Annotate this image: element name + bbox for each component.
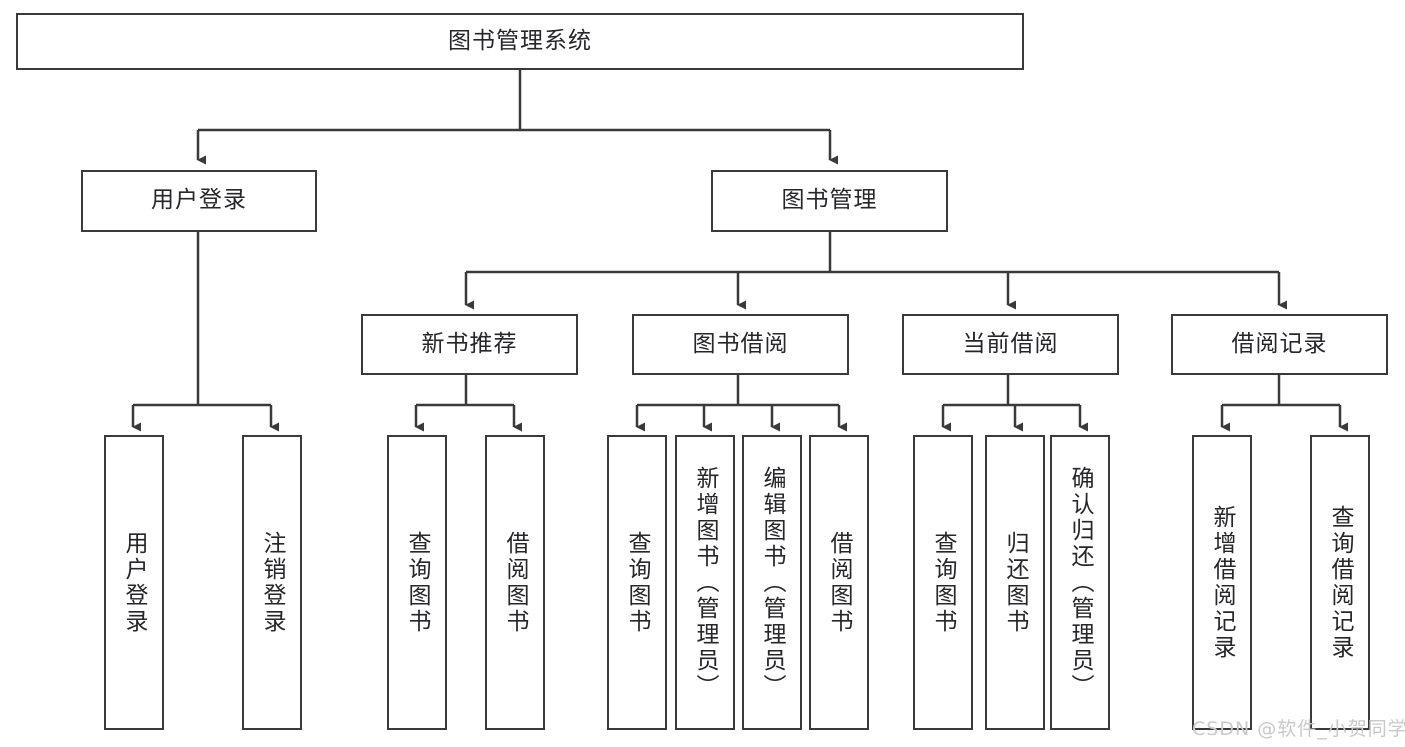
- node-label: 借阅记录: [1231, 330, 1328, 357]
- leaf-logout[interactable]: 注销登录: [242, 435, 302, 730]
- leaf-user-login[interactable]: 用户登录: [104, 435, 164, 730]
- leaf-borrow-borrow-book[interactable]: 借阅图书: [809, 435, 869, 730]
- leaf-current-query-book[interactable]: 查询图书: [913, 435, 973, 730]
- node-current-borrow[interactable]: 当前借阅: [902, 314, 1119, 375]
- node-new-book-recommend[interactable]: 新书推荐: [361, 314, 578, 375]
- leaf-borrow-add-book[interactable]: 新增图书（管理员）: [675, 435, 735, 730]
- node-borrow-record[interactable]: 借阅记录: [1171, 314, 1388, 375]
- leaf-newbook-query-book[interactable]: 查询图书: [387, 435, 447, 730]
- leaf-newbook-borrow-book[interactable]: 借阅图书: [485, 435, 545, 730]
- node-label: 确认归还（管理员）: [1067, 465, 1093, 700]
- watermark-text: CSDN @软件_小贺同学: [1192, 718, 1405, 740]
- node-label: 查询借阅记录: [1327, 504, 1353, 661]
- node-label: 编辑图书（管理员）: [759, 465, 785, 700]
- node-label: 新增借阅记录: [1209, 504, 1235, 661]
- leaf-record-add-record[interactable]: 新增借阅记录: [1192, 435, 1252, 730]
- node-user-login[interactable]: 用户登录: [81, 170, 317, 232]
- node-label: 借阅图书: [826, 530, 852, 635]
- node-label: 查询图书: [930, 530, 956, 635]
- node-root-system[interactable]: 图书管理系统: [16, 13, 1024, 70]
- node-label: 查询图书: [404, 530, 430, 635]
- node-label: 图书管理系统: [448, 27, 592, 54]
- node-label: 新书推荐: [421, 330, 518, 357]
- leaf-borrow-edit-book[interactable]: 编辑图书（管理员）: [742, 435, 802, 730]
- node-book-management[interactable]: 图书管理: [711, 170, 948, 232]
- node-label: 用户登录: [151, 187, 247, 214]
- node-label: 图书管理: [781, 187, 878, 214]
- node-label: 查询图书: [624, 530, 650, 635]
- node-label: 当前借阅: [962, 330, 1059, 357]
- node-label: 新增图书（管理员）: [692, 465, 718, 700]
- node-book-borrow[interactable]: 图书借阅: [632, 314, 849, 375]
- leaf-current-confirm-return[interactable]: 确认归还（管理员）: [1050, 435, 1110, 730]
- node-label: 归还图书: [1002, 530, 1028, 635]
- leaf-record-query-record[interactable]: 查询借阅记录: [1310, 435, 1370, 730]
- node-label: 图书借阅: [692, 330, 789, 357]
- node-label: 用户登录: [121, 530, 147, 635]
- node-label: 注销登录: [259, 530, 285, 635]
- node-label: 借阅图书: [502, 530, 528, 635]
- leaf-borrow-query-book[interactable]: 查询图书: [607, 435, 667, 730]
- leaf-current-return-book[interactable]: 归还图书: [985, 435, 1045, 730]
